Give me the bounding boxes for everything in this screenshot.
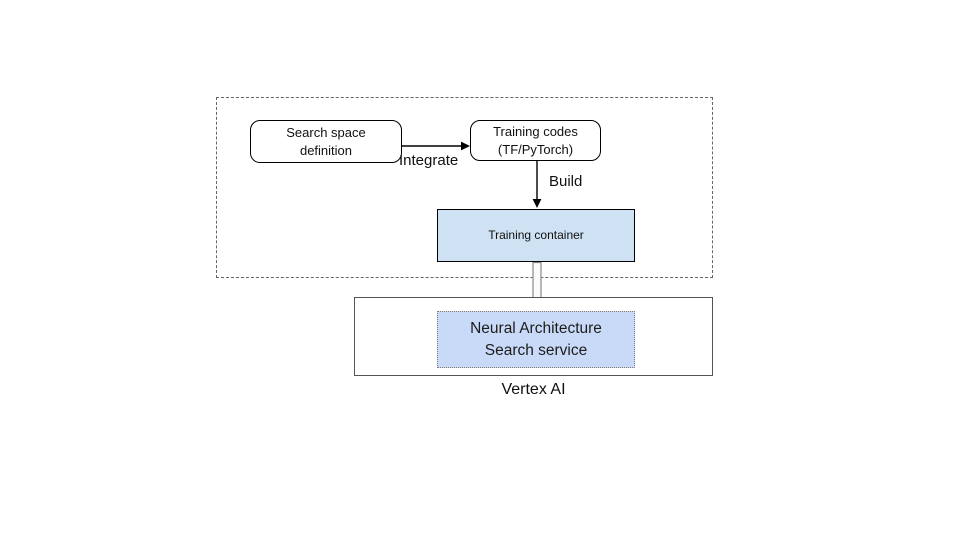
node-search-space-definition: Search space definition	[250, 120, 402, 163]
dashed-dev-container	[216, 97, 713, 278]
node-nas-service-label: Neural Architecture Search service	[470, 319, 602, 359]
node-training-container: Training container	[437, 209, 635, 262]
edge-label-integrate: Integrate	[399, 152, 459, 169]
node-training-codes-label: Training codes (TF/PyTorch)	[493, 123, 578, 157]
node-training-codes: Training codes (TF/PyTorch)	[470, 120, 601, 161]
node-nas-service: Neural Architecture Search service	[437, 311, 635, 368]
edge-label-build: Build	[549, 173, 583, 190]
node-search-space-label: Search space definition	[286, 124, 366, 158]
node-training-container-label: Training container	[488, 228, 584, 243]
vertex-ai-caption: Vertex AI	[501, 381, 566, 398]
